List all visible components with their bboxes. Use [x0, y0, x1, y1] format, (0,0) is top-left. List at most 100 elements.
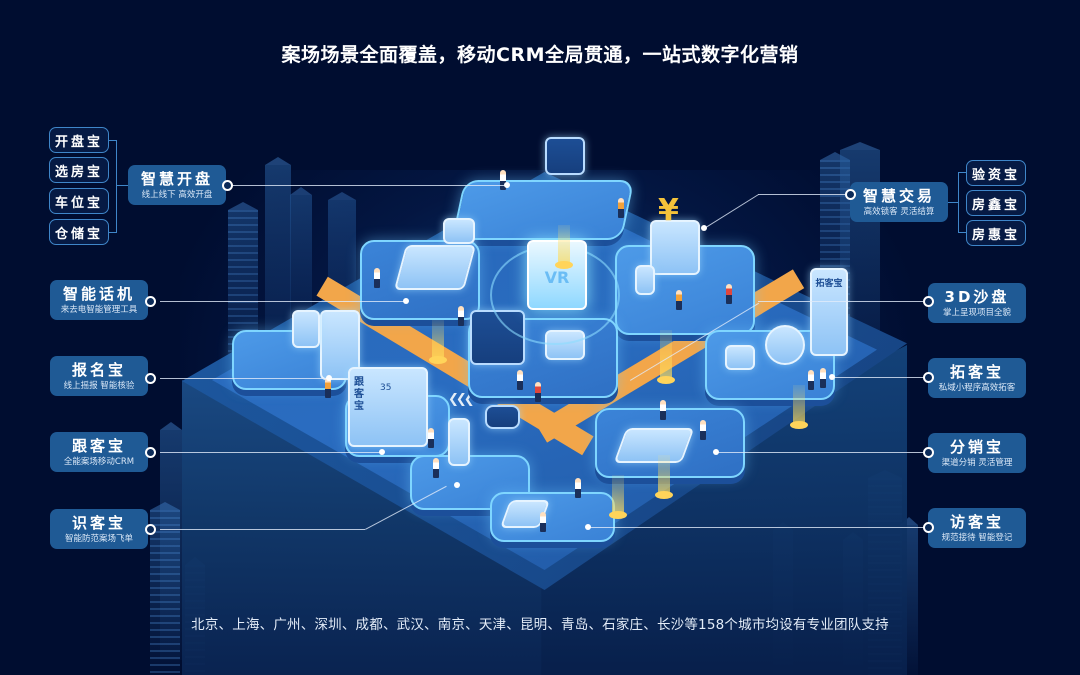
- connector-line: [758, 194, 850, 195]
- card-3d-shapan[interactable]: 3D沙盘 掌上呈现项目全貌: [928, 283, 1026, 323]
- vr-label: VR: [544, 268, 570, 287]
- person-figure: [540, 512, 546, 532]
- card-genkebao[interactable]: 跟客宝 全能案场移动CRM: [50, 432, 148, 472]
- connector-line: [232, 185, 507, 186]
- connector-line: [588, 527, 924, 528]
- card-tuokebao[interactable]: 拓客宝 私域小程序高效拓客: [928, 358, 1026, 398]
- connector-knob: [145, 524, 156, 535]
- platform-fangke: [490, 492, 615, 542]
- card-title: 智慧交易: [862, 186, 935, 205]
- chevron-arrows: ❮❮❮: [448, 392, 475, 407]
- connector-line: [160, 452, 382, 453]
- card-zhihui-kaipan[interactable]: 智慧开盘 线上线下 高效开盘: [128, 165, 226, 205]
- chip-kaipanbao[interactable]: 开盘宝: [49, 127, 109, 153]
- chip-cangchubao[interactable]: 仓储宝: [49, 219, 109, 245]
- connector-knob: [145, 447, 156, 458]
- connector-endpoint: [379, 449, 385, 455]
- connector-knob: [145, 373, 156, 384]
- person-figure: [808, 370, 814, 390]
- connector-endpoint: [326, 375, 332, 381]
- person-figure: [458, 306, 464, 326]
- card-fenxiaobao[interactable]: 分销宝 渠道分销 灵活管理: [928, 433, 1026, 473]
- vr-core: VR: [527, 240, 587, 310]
- connector-endpoint: [713, 449, 719, 455]
- card-title: 拓客宝: [949, 362, 1004, 381]
- person-figure: [726, 284, 732, 304]
- person-figure: [575, 478, 581, 498]
- bar-chart: [725, 345, 755, 370]
- light-beam: [609, 475, 627, 519]
- connector-endpoint: [403, 298, 409, 304]
- genke-kiosk-label: 跟客宝: [354, 377, 364, 412]
- connector-line: [758, 301, 923, 302]
- gauge-value: 35: [380, 383, 392, 393]
- page-headline: 案场场景全面覆盖，移动CRM全局贯通，一站式数字化营销: [281, 44, 799, 66]
- face-recognition-panel: [448, 418, 470, 466]
- camera: [485, 405, 520, 429]
- person-figure: [676, 290, 682, 310]
- card-title: 智慧开盘: [140, 169, 213, 188]
- chip-fanghuibao[interactable]: 房惠宝: [966, 220, 1026, 246]
- id-card: [292, 310, 320, 348]
- light-beam: [655, 455, 673, 499]
- person-figure: [535, 382, 541, 402]
- card-baomingbao[interactable]: 报名宝 线上摇报 智能核验: [50, 356, 148, 396]
- city-coverage-footer: 北京、上海、广州、深圳、成都、武汉、南京、天津、昆明、青岛、石家庄、长沙等158…: [191, 617, 889, 633]
- fenxiao-tablet: [613, 428, 695, 463]
- person-figure: [374, 268, 380, 288]
- bg-building: [150, 510, 180, 675]
- light-beam: [657, 330, 675, 384]
- card-title: 3D沙盘: [944, 287, 1010, 306]
- chip-yanzibao[interactable]: 验资宝: [966, 160, 1026, 186]
- person-figure: [517, 370, 523, 390]
- person-figure: [433, 458, 439, 478]
- tuoke-phone: 拓客宝: [810, 268, 848, 356]
- card-subtitle: 高效锁客 灵活结算: [863, 206, 935, 217]
- chip-xuanfangbao[interactable]: 选房宝: [49, 157, 109, 183]
- connector-endpoint: [701, 225, 707, 231]
- person-figure: [820, 368, 826, 388]
- chip-fangxinbao[interactable]: 房鑫宝: [966, 190, 1026, 216]
- connector-knob: [222, 180, 233, 191]
- card-subtitle: 规范接待 智能登记: [941, 532, 1013, 543]
- connector-knob: [845, 189, 856, 200]
- light-beam: [429, 320, 447, 364]
- person-figure: [700, 420, 706, 440]
- card-title: 分销宝: [949, 437, 1004, 456]
- safe-box: [650, 220, 700, 275]
- card-subtitle: 全能案场移动CRM: [63, 456, 135, 467]
- bracket-connector: [117, 185, 128, 186]
- connector-knob: [923, 296, 934, 307]
- card-fangkebao[interactable]: 访客宝 规范接待 智能登记: [928, 508, 1026, 548]
- card-shikebao[interactable]: 识客宝 智能防范案场飞单: [50, 509, 148, 549]
- connector-line: [160, 378, 330, 379]
- card-title: 跟客宝: [71, 436, 126, 455]
- card-title: 访客宝: [949, 512, 1004, 531]
- chip-bracket: [958, 172, 966, 233]
- connector-endpoint: [829, 374, 835, 380]
- card-zhihui-jiaoyi[interactable]: 智慧交易 高效锁客 灵活结算: [850, 182, 948, 222]
- opening-board: [545, 137, 585, 175]
- chip-cheweibao[interactable]: 车位宝: [49, 188, 109, 214]
- chart-card: [443, 218, 475, 244]
- card-subtitle: 智能防范案场飞单: [64, 533, 133, 544]
- card-title: 智能话机: [62, 284, 135, 303]
- connector-knob: [923, 522, 934, 533]
- card-subtitle: 线上线下 高效开盘: [141, 189, 213, 200]
- connector-line: [160, 529, 365, 530]
- connector-knob: [923, 447, 934, 458]
- genke-kiosk: 跟客宝 35: [348, 367, 428, 447]
- tuoke-phone-label: 拓客宝: [815, 279, 843, 289]
- connector-line: [716, 452, 924, 453]
- connector-endpoint: [454, 482, 460, 488]
- card-title: 报名宝: [71, 360, 126, 379]
- connector-endpoint: [504, 182, 510, 188]
- yen-icon: ¥: [658, 193, 679, 228]
- person-figure: [428, 428, 434, 448]
- connector-knob: [923, 372, 934, 383]
- card-zhineng-huaji[interactable]: 智能话机 来去电智能管理工具: [50, 280, 148, 320]
- phone-device: [393, 245, 477, 290]
- bracket-connector: [948, 202, 958, 203]
- chip-bracket: [109, 140, 117, 233]
- card-subtitle: 掌上呈现项目全貌: [942, 307, 1011, 318]
